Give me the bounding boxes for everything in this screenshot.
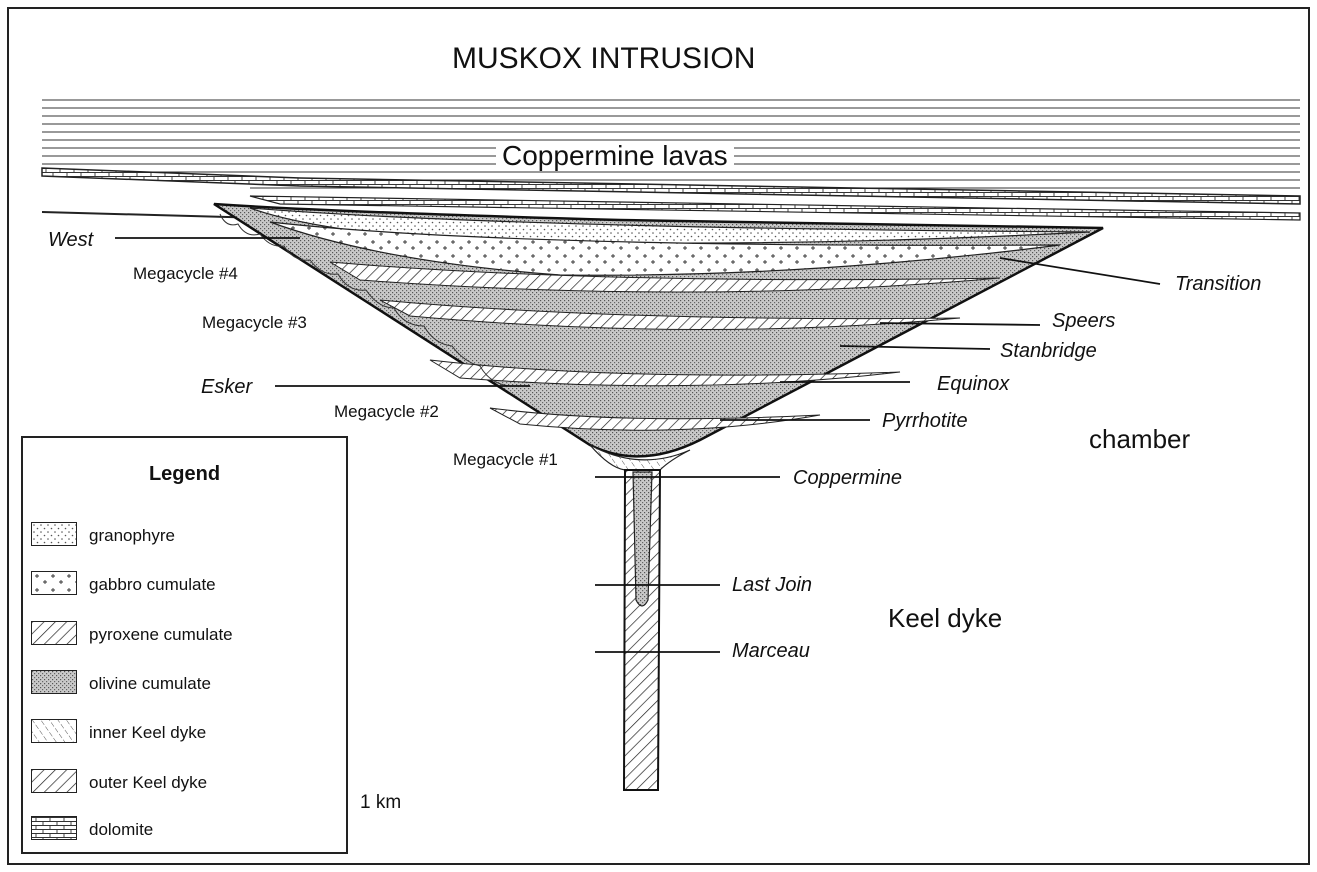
legend: Legend granophyre gabbro cumulate pyroxe… — [21, 436, 348, 854]
legend-label: outer Keel dyke — [89, 773, 207, 793]
granophyre-swatch-icon — [31, 522, 77, 546]
legend-title: Legend — [23, 463, 346, 486]
legend-label: pyroxene cumulate — [89, 625, 233, 645]
legend-label: granophyre — [89, 526, 175, 546]
member-transition: Transition — [1175, 274, 1261, 294]
megacycle-4-label: Megacycle #4 — [133, 265, 238, 282]
olivine-swatch-icon — [31, 670, 77, 694]
member-equinox: Equinox — [937, 374, 1009, 394]
legend-label: inner Keel dyke — [89, 723, 206, 743]
member-speers: Speers — [1052, 311, 1115, 331]
member-marceau: Marceau — [732, 641, 810, 661]
legend-label: olivine cumulate — [89, 674, 211, 694]
dolomite-layer-upper — [42, 168, 1300, 204]
megacycle-2-label: Megacycle #2 — [334, 403, 439, 420]
member-coppermine: Coppermine — [793, 468, 902, 488]
member-stanbridge: Stanbridge — [1000, 341, 1097, 361]
diagram-title: MUSKOX INTRUSION — [452, 44, 755, 74]
dolomite-swatch-icon — [31, 816, 77, 840]
member-esker: Esker — [201, 377, 252, 397]
inner-keel-swatch-icon — [31, 719, 77, 743]
pyroxene-swatch-icon — [31, 621, 77, 645]
keel-dyke-label: Keel dyke — [888, 605, 1002, 631]
member-last-join: Last Join — [732, 575, 812, 595]
chamber-label: chamber — [1089, 426, 1190, 452]
outer-keel-swatch-icon — [31, 769, 77, 793]
scale-bar-label: 1 km — [360, 793, 401, 812]
gabbro-swatch-icon — [31, 571, 77, 595]
coppermine-lavas-label: Coppermine lavas — [496, 142, 734, 170]
legend-label: gabbro cumulate — [89, 575, 216, 595]
megacycle-3-label: Megacycle #3 — [202, 314, 307, 331]
legend-label: dolomite — [89, 820, 153, 840]
member-west: West — [48, 230, 93, 250]
megacycle-1-label: Megacycle #1 — [453, 451, 558, 468]
member-pyrrhotite: Pyrrhotite — [882, 411, 968, 431]
